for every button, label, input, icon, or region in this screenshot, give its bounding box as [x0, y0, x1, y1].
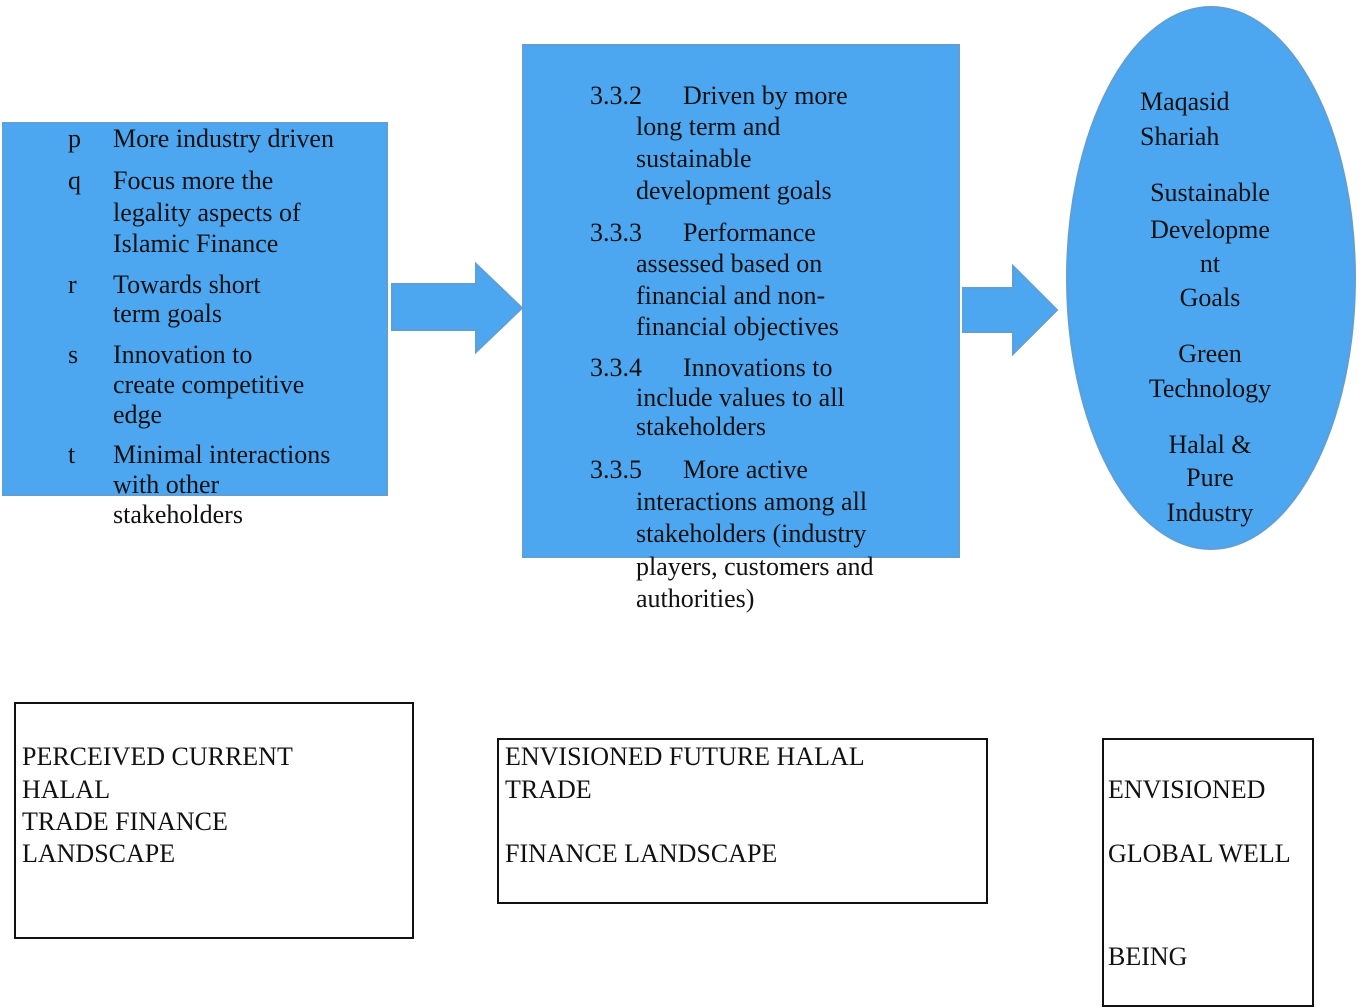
- item-line: Minimal interactions: [113, 440, 331, 469]
- ellipse-line: nt: [1199, 249, 1221, 278]
- right-arrow-icon: [962, 264, 1059, 357]
- item-marker: 3.3.2: [590, 81, 642, 110]
- ellipse-line: Shariah: [1140, 122, 1220, 151]
- item-line: Islamic Finance: [113, 229, 279, 258]
- item-line: Driven by more: [683, 81, 848, 110]
- current-landscape-box: [2, 122, 388, 496]
- item-marker: q: [68, 166, 81, 195]
- item-line: legality aspects of: [113, 198, 301, 227]
- item-line: stakeholders: [636, 412, 766, 441]
- item-marker: 3.3.3: [590, 218, 642, 247]
- item-line: with other: [113, 470, 220, 499]
- ellipse-line: Halal &: [1168, 430, 1252, 459]
- caption-line: TRADE: [505, 775, 592, 804]
- item-line: term goals: [113, 299, 223, 328]
- ellipse-line: Goals: [1179, 283, 1241, 312]
- caption-line: LANDSCAPE: [22, 839, 176, 868]
- caption-line: ENVISIONED: [1108, 775, 1266, 804]
- item-marker: t: [68, 440, 76, 469]
- item-marker: p: [68, 124, 81, 153]
- caption-line: BEING: [1108, 942, 1188, 971]
- item-marker: 3.3.4: [590, 353, 642, 382]
- item-line: long term and: [636, 112, 781, 141]
- right-arrow-icon: [391, 262, 524, 354]
- item-line: create competitive: [113, 370, 305, 399]
- item-line: Innovation to: [113, 340, 253, 369]
- caption-line: HALAL: [22, 775, 111, 804]
- item-marker: s: [68, 340, 79, 369]
- future-landscape-box: [522, 44, 960, 558]
- ellipse-line: Technology: [1148, 374, 1272, 403]
- item-line: players, customers and: [636, 552, 874, 581]
- ellipse-line: Industry: [1166, 498, 1254, 527]
- future-landscape-caption: ENVISIONED FUTURE HALAL TRADE FINANCE LA…: [497, 738, 988, 904]
- caption-line: TRADE FINANCE: [22, 807, 228, 836]
- item-line: Focus more the: [113, 166, 274, 195]
- item-line: stakeholders: [113, 500, 243, 529]
- caption-line: GLOBAL WELL: [1108, 839, 1291, 868]
- item-line: authorities): [636, 584, 755, 613]
- item-line: assessed based on: [636, 249, 823, 278]
- item-line: include values to all: [636, 383, 845, 412]
- item-line: financial and non-: [636, 281, 826, 310]
- item-line: Towards short: [113, 270, 261, 299]
- item-line: development goals: [636, 176, 832, 205]
- item-line: More active: [683, 455, 808, 484]
- caption-line: FINANCE LANDSCAPE: [505, 839, 778, 868]
- ellipse-line: Sustainable: [1150, 178, 1270, 207]
- ellipse-line: Pure: [1186, 463, 1234, 492]
- item-line: sustainable: [636, 144, 752, 173]
- item-line: Performance: [683, 218, 816, 247]
- caption-line: ENVISIONED FUTURE HALAL: [505, 742, 865, 771]
- item-line: financial objectives: [636, 312, 839, 341]
- item-marker: r: [68, 270, 77, 299]
- global-wellbeing-caption: ENVISIONED GLOBAL WELL BEING: [1102, 738, 1314, 1007]
- item-line: stakeholders (industry: [636, 519, 867, 548]
- caption-line: PERCEIVED CURRENT: [22, 742, 293, 771]
- item-line: More industry driven: [113, 124, 334, 153]
- item-marker: 3.3.5: [590, 455, 642, 484]
- ellipse-line: Developme: [1150, 215, 1270, 244]
- item-line: Innovations to: [683, 353, 833, 382]
- ellipse-line: Maqasid: [1140, 87, 1230, 116]
- current-landscape-caption: PERCEIVED CURRENT HALAL TRADE FINANCE LA…: [14, 702, 414, 939]
- item-line: interactions among all: [636, 487, 868, 516]
- item-line: edge: [113, 400, 163, 429]
- ellipse-line: Green: [1178, 339, 1242, 368]
- global-wellbeing-ellipse: [1066, 6, 1356, 550]
